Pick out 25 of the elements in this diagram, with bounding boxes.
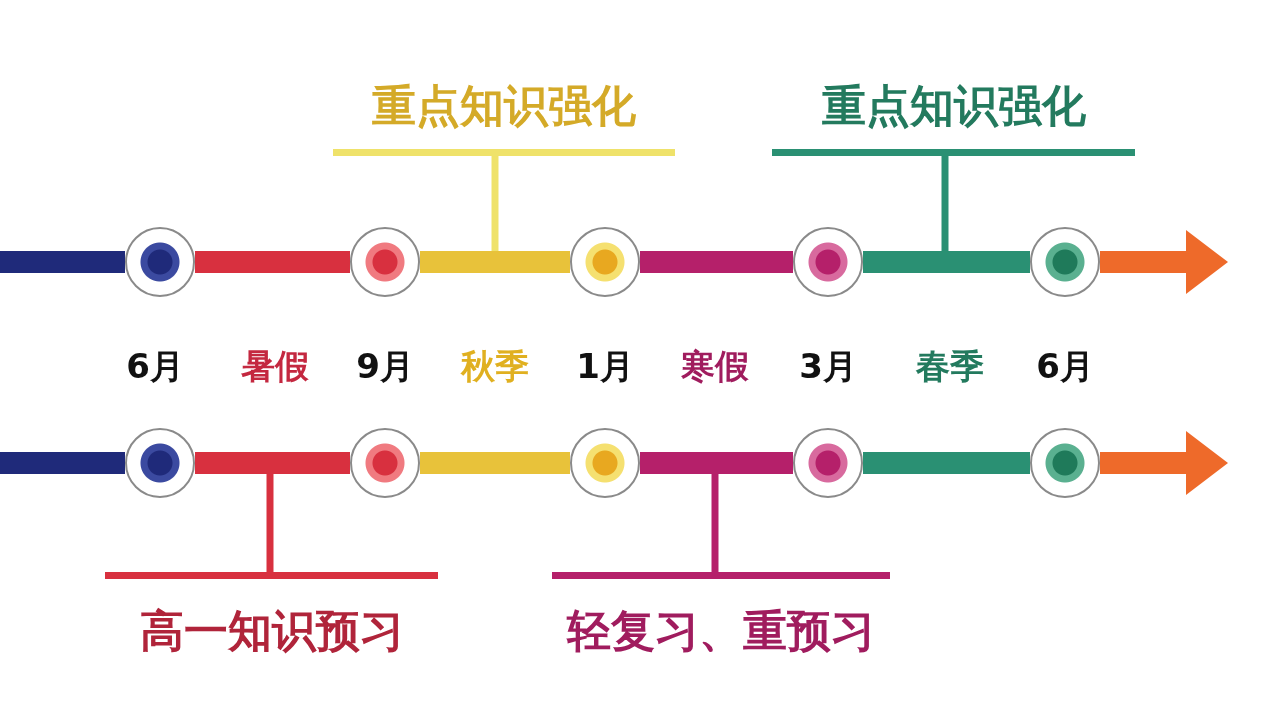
month-label: 6月 xyxy=(1036,346,1094,386)
month-label: 3月 xyxy=(799,346,857,386)
timeline-arrow xyxy=(1100,230,1228,294)
timeline-segment xyxy=(195,452,350,474)
bracket-label: 轻复习、重预习 xyxy=(552,572,890,682)
timeline-segment xyxy=(420,452,570,474)
season-label: 寒假 xyxy=(681,346,749,386)
timeline-arrow xyxy=(1100,431,1228,495)
bracket-label: 重点知识强化 xyxy=(772,62,1135,156)
timeline-segment xyxy=(0,251,125,273)
season-label: 秋季 xyxy=(461,346,529,386)
bracket-label: 重点知识强化 xyxy=(333,62,675,156)
month-label: 6月 xyxy=(126,346,184,386)
timeline-segment xyxy=(640,251,793,273)
season-label: 暑假 xyxy=(241,346,309,386)
timeline-segment xyxy=(863,251,1030,273)
timeline-segment xyxy=(420,251,570,273)
month-label: 1月 xyxy=(576,346,634,386)
bracket-label: 高一知识预习 xyxy=(105,572,438,682)
season-label: 春季 xyxy=(916,346,984,386)
timeline-segment xyxy=(0,452,125,474)
timeline-segment xyxy=(195,251,350,273)
timeline-segment xyxy=(640,452,793,474)
month-label: 9月 xyxy=(356,346,414,386)
timeline-segment xyxy=(863,452,1030,474)
